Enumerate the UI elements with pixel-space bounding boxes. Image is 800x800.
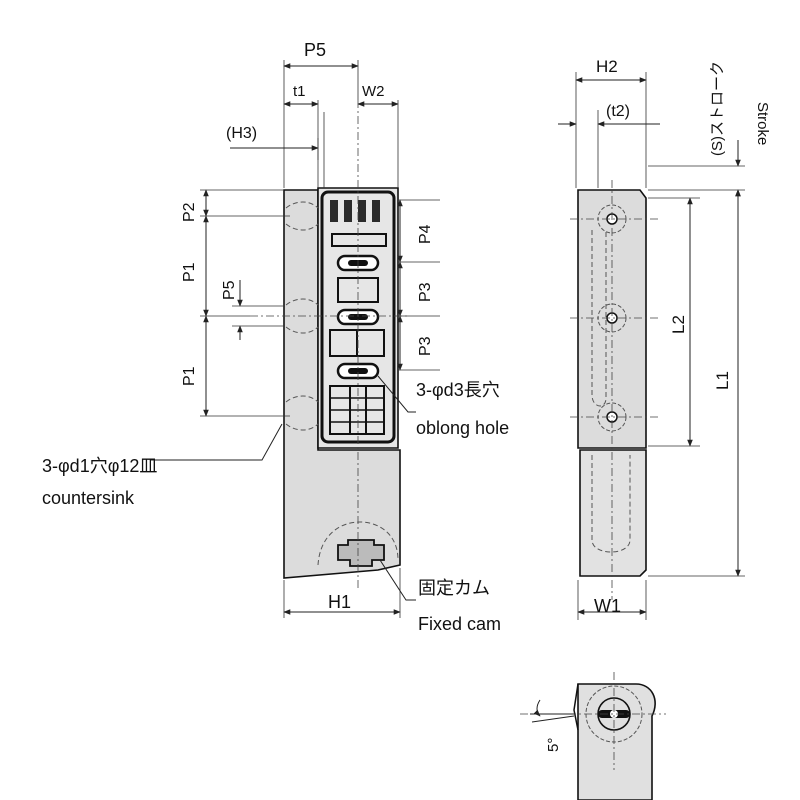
callout-oblong-jp: 3-φd3長穴 (416, 380, 500, 400)
front-dimensions (200, 60, 440, 618)
callout-fixed-cam-jp: 固定カム (418, 578, 490, 598)
callout-countersink-jp: 3-φd1穴φ12皿 (42, 456, 157, 476)
labels: P5 t1 W2 (H3) P2 P1 P5 P1 P4 P3 P3 H1 H2… (42, 40, 771, 752)
label-l1: L1 (713, 371, 732, 390)
callout-leaders (150, 375, 416, 601)
bottom-grid (329, 385, 385, 435)
countersink-holes (285, 201, 319, 431)
fixed-cam (317, 521, 399, 567)
label-h2: H2 (596, 57, 618, 76)
label-p4: P4 (417, 224, 434, 244)
bottom-view (520, 672, 666, 800)
callout-fixed-cam-en: Fixed cam (418, 614, 501, 634)
bottom-view-body (577, 683, 656, 800)
label-p5-top: P5 (304, 40, 326, 60)
label-p3-lower: P3 (417, 336, 434, 356)
label-p5-side: P5 (221, 280, 238, 300)
side-lower-body (579, 449, 647, 577)
label-h3: (H3) (226, 125, 257, 142)
label-stroke-en: Stroke (754, 102, 771, 145)
callout-oblong-en: oblong hole (416, 418, 509, 438)
label-t1: t1 (293, 83, 306, 100)
label-p1-upper: P1 (181, 262, 198, 282)
label-p2: P2 (181, 202, 198, 222)
label-w1: W1 (594, 596, 621, 616)
side-dimensions (558, 72, 745, 620)
label-p1-lower: P1 (181, 366, 198, 386)
label-p3-upper: P3 (417, 282, 434, 302)
label-t2: (t2) (606, 103, 630, 120)
front-view (250, 100, 410, 590)
label-w2: W2 (362, 83, 385, 100)
label-h1: H1 (328, 592, 351, 612)
label-angle: 5° (545, 738, 562, 752)
label-stroke-jp: (S)ストローク (709, 61, 726, 156)
callout-countersink-en: countersink (42, 488, 135, 508)
top-slots (330, 200, 380, 222)
side-view (570, 180, 660, 600)
label-l2: L2 (669, 315, 688, 334)
